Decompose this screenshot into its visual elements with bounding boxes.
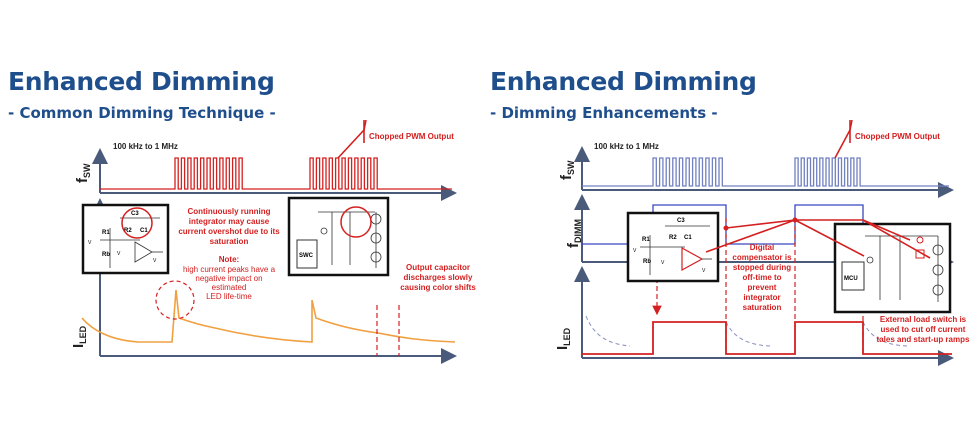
r2-label: R2: [669, 235, 677, 241]
svg-text:integrator: integrator: [743, 293, 780, 302]
r2-label: R2: [124, 228, 132, 234]
svg-text:saturation: saturation: [210, 237, 249, 246]
chopped-label: Chopped PWM Output: [855, 132, 940, 141]
right-diagram: fSW 100 kHz to 1 MHz Chopped PWM Output …: [554, 119, 970, 366]
svg-text:Digital: Digital: [750, 243, 774, 252]
iled-axis-label: ILED: [70, 325, 88, 348]
iled-waveform: [81, 289, 456, 343]
vi-label: V: [633, 248, 637, 254]
svg-text:stopped during: stopped during: [733, 263, 791, 272]
vi-label: V: [88, 240, 92, 246]
integrator-circuit-box: R1 C3 R2 C1 Rb V V V: [626, 211, 720, 283]
r1-label: R1: [102, 230, 110, 236]
overshoot-circle: [155, 280, 195, 320]
fsw-pulse-trace: [100, 157, 452, 190]
svg-text:External load switch is: External load switch is: [880, 315, 967, 324]
left-subtitle: - Common Dimming Technique -: [8, 104, 276, 122]
svg-text:LED life-time: LED life-time: [206, 292, 252, 301]
fsw-axis-label: fSW: [74, 163, 92, 183]
left-title: Enhanced Dimming: [8, 67, 275, 96]
swc-label: SWC: [299, 253, 314, 259]
svg-text:Continuously running: Continuously running: [187, 207, 270, 216]
rb-label: Rb: [643, 259, 651, 265]
left-panel: Enhanced Dimming - Common Dimming Techni…: [8, 67, 476, 364]
svg-text:estimated: estimated: [212, 283, 247, 292]
svg-text:Output capacitor: Output capacitor: [406, 263, 470, 272]
svg-text:tales and start-up ramps: tales and start-up ramps: [877, 335, 970, 344]
converter-circuit-box: MCU: [833, 222, 952, 314]
vs-label: V: [702, 268, 706, 274]
svg-text:high current peaks have a: high current peaks have a: [183, 265, 276, 274]
connector-node: [792, 217, 798, 223]
freq-label: 100 kHz to 1 MHz: [113, 142, 178, 151]
c3-label: C3: [131, 211, 139, 217]
rb-label: Rb: [102, 252, 110, 258]
svg-text:used to cut off current: used to cut off current: [881, 325, 966, 334]
c1-label: C1: [140, 228, 148, 234]
right-title: Enhanced Dimming: [490, 67, 757, 96]
svg-text:causing color shifts: causing color shifts: [400, 283, 476, 292]
integrator-highlight-circle: [121, 207, 153, 239]
iled-axis-label: ILED: [554, 327, 572, 350]
chopped-callout-line: [337, 119, 367, 159]
fsw-axis-label: fSW: [558, 160, 576, 180]
svg-text:saturation: saturation: [743, 303, 782, 312]
svg-text:Note:: Note:: [219, 255, 239, 264]
red-connector-lines: [705, 219, 931, 259]
chopped-label: Chopped PWM Output: [369, 132, 454, 141]
iled-decay-dashed: [585, 315, 908, 347]
integrator-circuit-box: R1 C3 R2 C1 Rb V V V: [81, 203, 170, 275]
led-lifetime-note: Note: high current peaks have a negative…: [183, 255, 276, 301]
right-panel: Enhanced Dimming - Dimming Enhancements …: [490, 0, 980, 436]
svg-text:prevent: prevent: [748, 283, 777, 292]
fdimm-axis-label: fDIMM: [565, 219, 583, 248]
fsw-pulse-trace: [582, 157, 949, 187]
capacitor-highlight-circle: [340, 206, 372, 238]
external-switch-note: External load switch is used to cut off …: [877, 315, 970, 344]
r1-label: R1: [642, 237, 650, 243]
c3-label: C3: [677, 218, 685, 224]
svg-text:negative impact on: negative impact on: [195, 274, 262, 283]
left-diagram: fSW 100 kHz to 1 MHz Chopped PWM Output …: [70, 119, 476, 364]
freq-label: 100 kHz to 1 MHz: [594, 142, 659, 151]
output-capacitor-note: Output capacitor discharges slowly causi…: [400, 263, 476, 292]
connector-node-2: [723, 225, 729, 231]
iled-red-trace: [582, 321, 952, 355]
vref-label: V: [661, 260, 665, 266]
vref-label: V: [117, 251, 121, 257]
integrator-note: Continuously running integrator may caus…: [178, 207, 280, 246]
c1-label: C1: [684, 235, 692, 241]
svg-text:compensator is: compensator is: [732, 253, 792, 262]
svg-text:integrator may cause: integrator may cause: [189, 217, 270, 226]
svg-text:discharges slowly: discharges slowly: [404, 273, 473, 282]
converter-circuit-box: SWC: [287, 196, 390, 277]
mcu-label: MCU: [844, 276, 858, 282]
digital-compensator-note: Digital compensator is stopped during of…: [732, 243, 792, 312]
vs-label: V: [153, 258, 157, 264]
svg-text:off-time to: off-time to: [742, 273, 781, 282]
right-subtitle: - Dimming Enhancements -: [490, 104, 718, 122]
svg-text:current overshot due to its: current overshot due to its: [178, 227, 280, 236]
